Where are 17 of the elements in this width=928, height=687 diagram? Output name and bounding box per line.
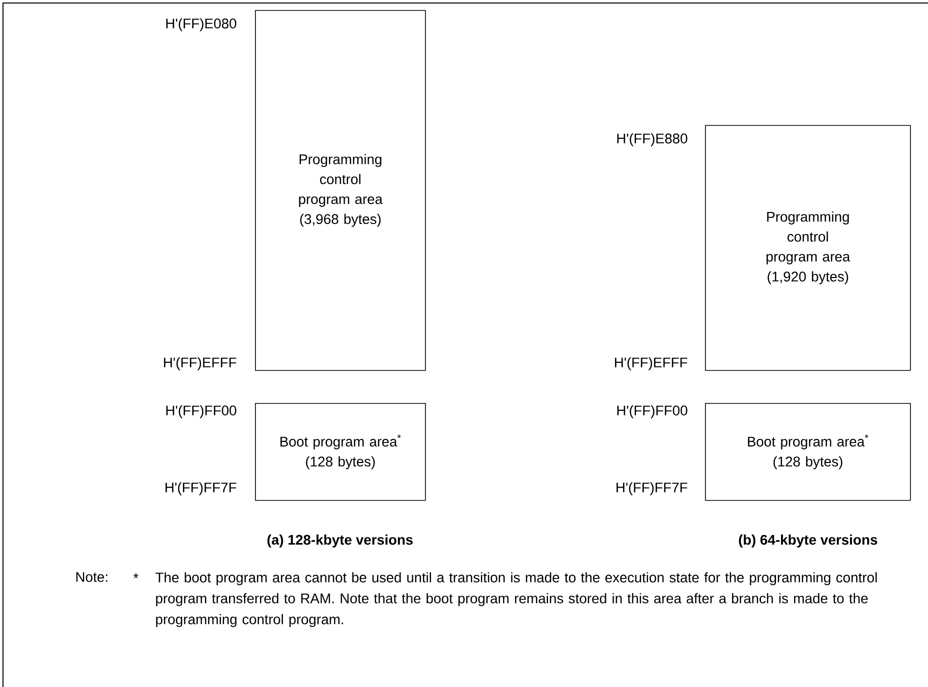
note-label: *	[133, 573, 138, 578]
address-label: H'(FF)FF00	[166, 405, 236, 418]
memory-area-box: Boot program area$^{*}$ (128 bytes)	[705, 403, 911, 501]
address-label: H'(FF)EFFF	[615, 357, 688, 370]
address-label: H'(FF)E080	[166, 18, 236, 32]
note-label: Note:	[76, 572, 108, 582]
address-label: H'(FF)EFFF	[164, 357, 236, 370]
address-label: H'(FF)FF00	[617, 405, 688, 418]
panel-caption: (b) 64-kbyte versions	[738, 534, 878, 548]
note-text: The boot program area cannot be used until a transition is made to the execution state for the programming control program transferred to RAM. Note that the boot program remains stored in this area after a branch is made to the programming control program.	[156, 572, 877, 628]
memory-area-box: Boot program area$^{*}$ (128 bytes)	[255, 403, 426, 501]
memory-area-box: Programming control program area (3,968 bytes)	[255, 10, 426, 371]
address-label: H'(FF)FF7F	[166, 482, 236, 496]
memory-area-box: Programming control program area (1,920 bytes)	[705, 125, 911, 371]
address-label: H'(FF)FF7F	[616, 482, 688, 496]
panel-caption: (a) 128-kbyte versions	[267, 534, 413, 548]
address-label: H'(FF)E880	[617, 133, 688, 146]
